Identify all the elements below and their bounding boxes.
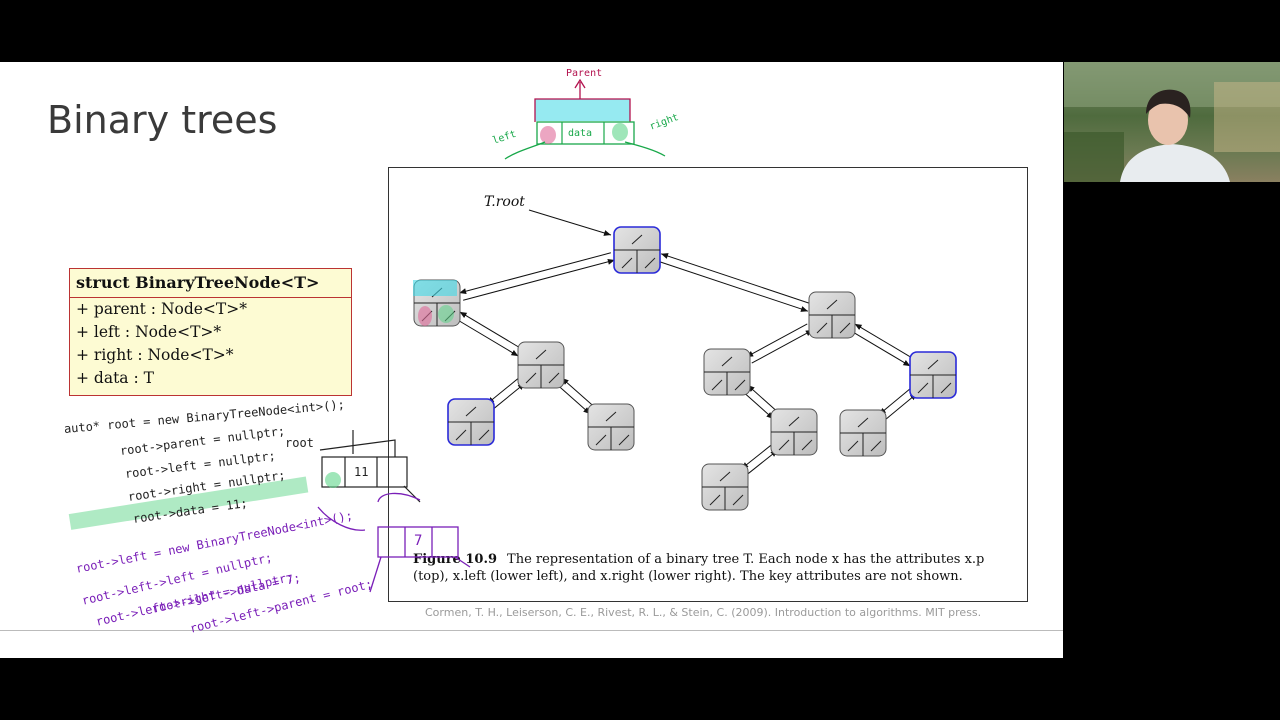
drawn-root-node xyxy=(319,430,421,503)
tree-edge-arrow xyxy=(660,253,809,304)
tree-edge-arrow xyxy=(747,449,779,475)
root-label: T.root xyxy=(484,194,525,210)
tree-edge-arrow xyxy=(885,393,918,420)
annotation-parent: Parent xyxy=(566,68,603,79)
struct-field-right: + right : Node<T>* xyxy=(76,346,234,364)
struct-field-left: + left : Node<T>* xyxy=(76,323,222,341)
root-annotation: root xyxy=(285,436,314,450)
tree-edge-arrow xyxy=(854,323,913,359)
tree-edge-arrow xyxy=(493,382,526,410)
tree-node xyxy=(587,403,635,451)
drawn-left-node xyxy=(317,492,471,593)
tree-edge-arrow xyxy=(740,444,772,470)
tree-node xyxy=(770,408,818,456)
tree-node xyxy=(839,409,887,457)
tree-edge-arrow xyxy=(745,323,808,358)
tree-edge-arrow xyxy=(561,377,595,408)
tree-edge-arrow xyxy=(486,377,519,405)
tree-edge-arrow xyxy=(660,261,809,312)
tree-edge-arrow xyxy=(457,319,519,357)
person-video-feed-icon xyxy=(1064,62,1280,182)
caption-label: Figure 10.9 xyxy=(413,552,498,567)
tree-edge-arrow xyxy=(751,329,814,364)
citation: Cormen, T. H., Leiserson, C. E., Rivest,… xyxy=(425,606,982,619)
struct-header: struct BinaryTreeNode<T> xyxy=(70,269,351,298)
slide: Binary trees struct BinaryTreeNode<T> + … xyxy=(0,62,1063,658)
tree-node xyxy=(909,351,957,399)
struct-definition-box: struct BinaryTreeNode<T> + parent : Node… xyxy=(69,268,352,396)
node-highlight-pink xyxy=(418,306,432,326)
top-node-sketch xyxy=(504,78,666,160)
tree-edge-arrow xyxy=(743,391,774,420)
tree-edges xyxy=(457,252,918,475)
slide-title: Binary trees xyxy=(47,98,278,142)
tree-node xyxy=(613,226,661,274)
struct-field-data: + data : T xyxy=(76,369,154,387)
node-value-11: 11 xyxy=(354,465,369,479)
webcam-feed xyxy=(1064,62,1280,182)
node-value-7: 7 xyxy=(414,533,423,549)
code-highlight-green xyxy=(68,476,309,530)
struct-field-parent: + parent : Node<T>* xyxy=(76,300,247,318)
annotation-data: data xyxy=(568,128,593,139)
tree-edge-arrow xyxy=(747,384,778,413)
tree-edge-arrow xyxy=(459,311,521,349)
tree-node xyxy=(447,398,495,446)
root-pointer: T.root xyxy=(484,194,612,236)
tree-node xyxy=(703,348,751,396)
tree-node xyxy=(701,463,749,511)
tree-node xyxy=(517,341,565,389)
ink-annotations xyxy=(68,78,666,593)
node-highlight-cyan xyxy=(413,280,457,296)
tree-edge-arrow xyxy=(852,331,911,367)
tree-node xyxy=(808,291,856,339)
tree-edge-arrow xyxy=(878,388,911,415)
node-highlight-green xyxy=(438,305,454,323)
caption-text: The representation of a binary tree T. E… xyxy=(413,552,985,584)
tree-edge-arrow xyxy=(557,384,591,415)
tree-edge-arrow xyxy=(459,252,611,295)
slide-divider xyxy=(0,630,1063,631)
tree-edge-arrow xyxy=(463,258,615,301)
